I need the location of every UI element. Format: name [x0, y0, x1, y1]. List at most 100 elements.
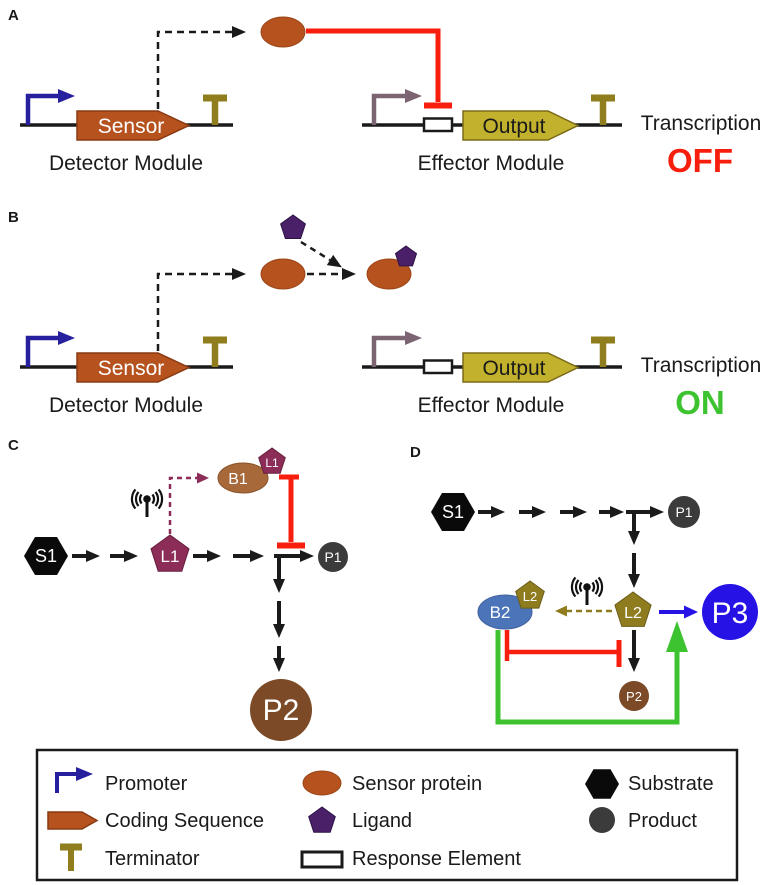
promoter-icon: [25, 331, 75, 367]
bound-ligand-icon: [394, 245, 418, 267]
panel-d: D S1 P1 L2 B2 L2 P3: [410, 444, 758, 725]
substrate-label: S1: [442, 502, 464, 522]
ligand-binding-dashed-arrow: [300, 240, 342, 268]
effector-module-label: Effector Module: [418, 152, 565, 175]
biosensor-label: B2: [490, 603, 511, 622]
legend: Promoter Coding Sequence Terminator Sens…: [35, 748, 739, 882]
output-gene-arrow: [462, 110, 580, 141]
substrate-icon: [585, 769, 619, 799]
response-element-icon: [300, 850, 344, 869]
sensor-gene-arrow: [76, 110, 191, 141]
branch-arrow-down: [626, 510, 640, 545]
coding-sequence-icon: [47, 811, 99, 830]
legend-label: Promoter: [105, 773, 188, 795]
sensor-protein-icon: [302, 770, 342, 796]
product2-label: P2: [263, 694, 300, 727]
panel-c: C S1 L1 B1 L1: [8, 437, 348, 741]
ligand-label: L2: [624, 605, 642, 622]
terminator-icon: [60, 843, 82, 871]
legend-box: [35, 748, 739, 882]
product2-circle: [250, 679, 312, 741]
legend-item: Substrate: [585, 769, 714, 799]
inhibition-t-bar: [277, 474, 305, 549]
transcription-state-off: OFF: [667, 142, 733, 179]
panel-a-label: A: [8, 7, 19, 24]
transcription-label: Transcription: [641, 112, 762, 135]
substrate-hexagon: [431, 493, 475, 531]
legend-item: Ligand: [308, 806, 412, 833]
response-element-icon: [422, 117, 454, 133]
repression-t-bar: [306, 28, 452, 109]
effector-promoter-icon: [371, 89, 422, 125]
terminator-icon: [591, 336, 615, 367]
detector-module-label: Detector Module: [49, 152, 203, 175]
promoter-icon: [55, 767, 93, 793]
sensor-gene-arrow: [76, 352, 191, 383]
ligand-icon: [308, 806, 336, 833]
legend-item: Sensor protein: [302, 770, 482, 796]
legend-item: Terminator: [60, 843, 200, 871]
activation-feedback-arrow: [495, 621, 688, 725]
sensing-dashed-arrow: [168, 472, 209, 534]
product2-label: P2: [626, 689, 642, 704]
panel-b: B Sensor Output Detector Module Effector…: [8, 209, 761, 421]
expression-dashed-arrow: [156, 26, 246, 109]
legend-label: Coding Sequence: [105, 810, 264, 832]
promoter-icon: [25, 89, 75, 125]
ligand-label: L1: [161, 547, 180, 566]
response-element-icon: [422, 359, 454, 375]
biosensor-ellipse: [477, 594, 533, 630]
bound-ligand-pentagon: [515, 580, 545, 609]
legend-label: Substrate: [628, 773, 714, 795]
output-gene-label: Output: [482, 115, 545, 138]
biosensor-label: B1: [228, 471, 248, 488]
product3-circle: [702, 584, 758, 640]
legend-label: Terminator: [105, 848, 200, 870]
bound-ligand-pentagon: [258, 447, 286, 474]
product-icon: [589, 807, 615, 833]
terminator-icon: [203, 336, 227, 367]
transcription-label: Transcription: [641, 354, 762, 377]
panel-c-label: C: [8, 437, 19, 454]
sensor-gene-label: Sensor: [98, 357, 165, 380]
bound-ligand-label: L2: [523, 589, 537, 604]
ligand-pentagon: [150, 534, 190, 572]
bound-ligand-label: L1: [265, 456, 279, 470]
effector-promoter-icon: [371, 331, 422, 367]
terminator-icon: [591, 94, 615, 125]
substrate-label: S1: [35, 546, 57, 566]
panel-a: A Sensor Output Detector Module Effector…: [8, 7, 761, 179]
legend-label: Product: [628, 810, 697, 832]
legend-item: Response Element: [300, 848, 521, 870]
wireless-signal-antenna-icon: [130, 488, 164, 517]
ligand-pentagon: [614, 591, 652, 627]
sensor-protein-icon: [260, 258, 306, 290]
substrate-hexagon: [24, 537, 68, 575]
product1-label: P1: [675, 504, 692, 520]
product1-label: P1: [324, 549, 341, 565]
output-gene-arrow: [462, 352, 580, 383]
terminator-icon: [203, 94, 227, 125]
legend-item: Product: [589, 807, 697, 833]
expression-dashed-arrow: [156, 268, 246, 351]
effector-module-label: Effector Module: [418, 394, 565, 417]
legend-label: Sensor protein: [352, 773, 482, 795]
free-ligand-icon: [280, 214, 306, 239]
detector-module-label: Detector Module: [49, 394, 203, 417]
product1-circle: [318, 542, 348, 572]
sensor-gene-label: Sensor: [98, 115, 165, 138]
panel-b-label: B: [8, 209, 19, 226]
product2-circle: [619, 681, 649, 711]
legend-label: Ligand: [352, 810, 412, 832]
wireless-signal-antenna-icon: [570, 576, 604, 605]
legend-item: Promoter: [55, 767, 188, 795]
product3-label: P3: [712, 597, 749, 630]
biosensor-ellipse: [217, 462, 269, 494]
transcription-state-on: ON: [675, 384, 725, 421]
output-gene-label: Output: [482, 357, 545, 380]
legend-item: Coding Sequence: [47, 810, 264, 832]
inhibition-t-bar: [504, 630, 622, 667]
sensor-protein-icon: [260, 16, 306, 48]
